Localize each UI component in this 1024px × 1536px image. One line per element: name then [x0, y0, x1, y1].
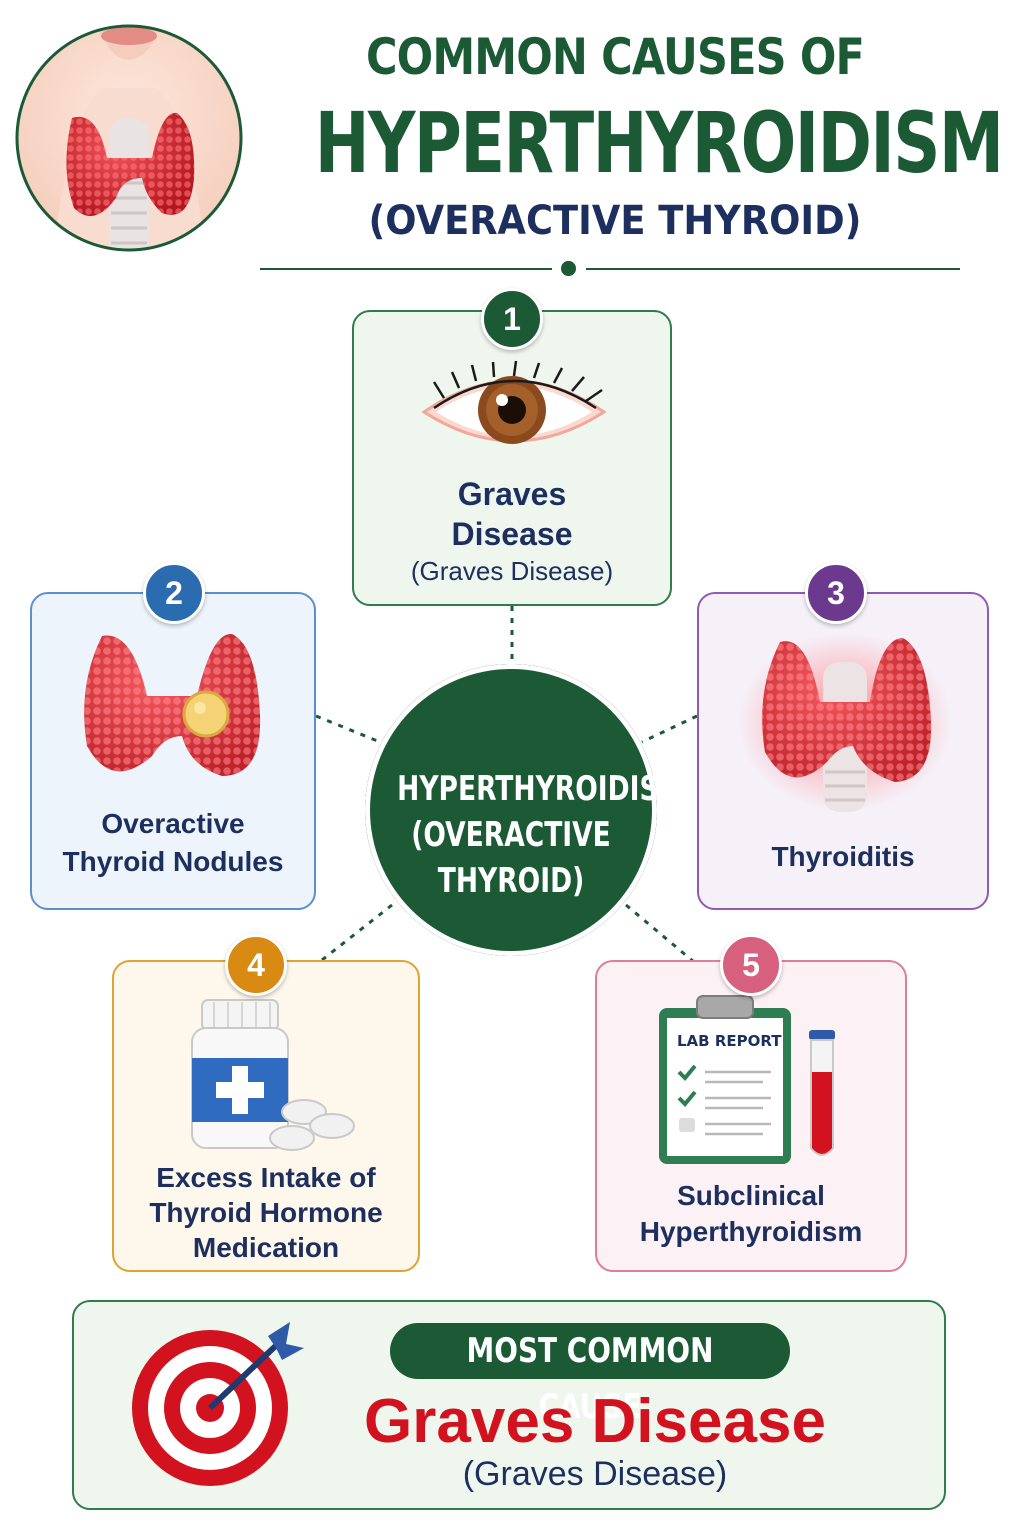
cause-card-subclinical: LAB REPORT Subclinical Hyperthyroidism [595, 960, 907, 1272]
lab-report-icon: LAB REPORT [659, 995, 835, 1164]
cause-4-line1: Excess Intake of [156, 1162, 376, 1193]
cause-2-badge: 2 [143, 562, 205, 624]
most-common-pill-text: MOST COMMON CAUSE [466, 1331, 714, 1427]
target-icon [132, 1322, 304, 1486]
most-common-sub: (Graves Disease) [462, 1455, 728, 1493]
lab-report-label: LAB REPORT [677, 1032, 782, 1050]
cause-5-badge: 5 [720, 934, 782, 996]
most-common-main: Graves Disease [364, 1387, 826, 1456]
thyroid-nodule-icon [84, 633, 261, 776]
cause-1-badge: 1 [481, 288, 543, 350]
cause-2-line1: Overactive [101, 808, 245, 839]
cause-4-badge: 4 [225, 934, 287, 996]
cause-1-sub: (Graves Disease) [410, 556, 614, 586]
most-common-pill: MOST COMMON CAUSE [390, 1323, 790, 1427]
pill-bottle-icon [191, 999, 355, 1151]
center-hub: HYPERTHYROIDISM (OVERACTIVE THYROID) [365, 664, 686, 956]
eye-icon [421, 360, 607, 444]
center-line2: (OVERACTIVE [411, 815, 611, 855]
cause-5-line2: Hyperthyroidism [639, 1216, 863, 1247]
cause-3-line1: Thyroiditis [771, 841, 915, 872]
title-line-2: HYPERTHYROIDISM [314, 94, 1004, 192]
inflamed-thyroid-icon [737, 632, 953, 812]
thyroid-neck-illustration [12, 18, 246, 258]
cause-card-nodules: Overactive Thyroid Nodules [30, 592, 316, 910]
title-line-3: (OVERACTIVE THYROID) [368, 198, 862, 244]
cause-2-line2: Thyroid Nodules [62, 846, 284, 877]
title-line-1: COMMON CAUSES OF [365, 28, 865, 86]
cause-4-line3: Medication [192, 1232, 340, 1263]
cause-card-medication: Excess Intake of Thyroid Hormone Medicat… [112, 960, 420, 1272]
cause-card-thyroiditis: Thyroiditis [697, 592, 989, 910]
cause-card-graves: Graves Disease (Graves Disease) [352, 310, 672, 606]
cause-5-line1: Subclinical [677, 1180, 825, 1211]
center-line3: THYROID) [437, 861, 585, 901]
cause-3-badge: 3 [805, 562, 867, 624]
header-divider [260, 268, 960, 270]
cause-4-line2: Thyroid Hormone [149, 1197, 383, 1228]
cause-1-line1: Graves [457, 476, 567, 512]
center-line1: HYPERTHYROIDISM [397, 769, 686, 809]
cause-1-line2: Disease [451, 516, 573, 552]
divider-dot-center [561, 261, 576, 276]
